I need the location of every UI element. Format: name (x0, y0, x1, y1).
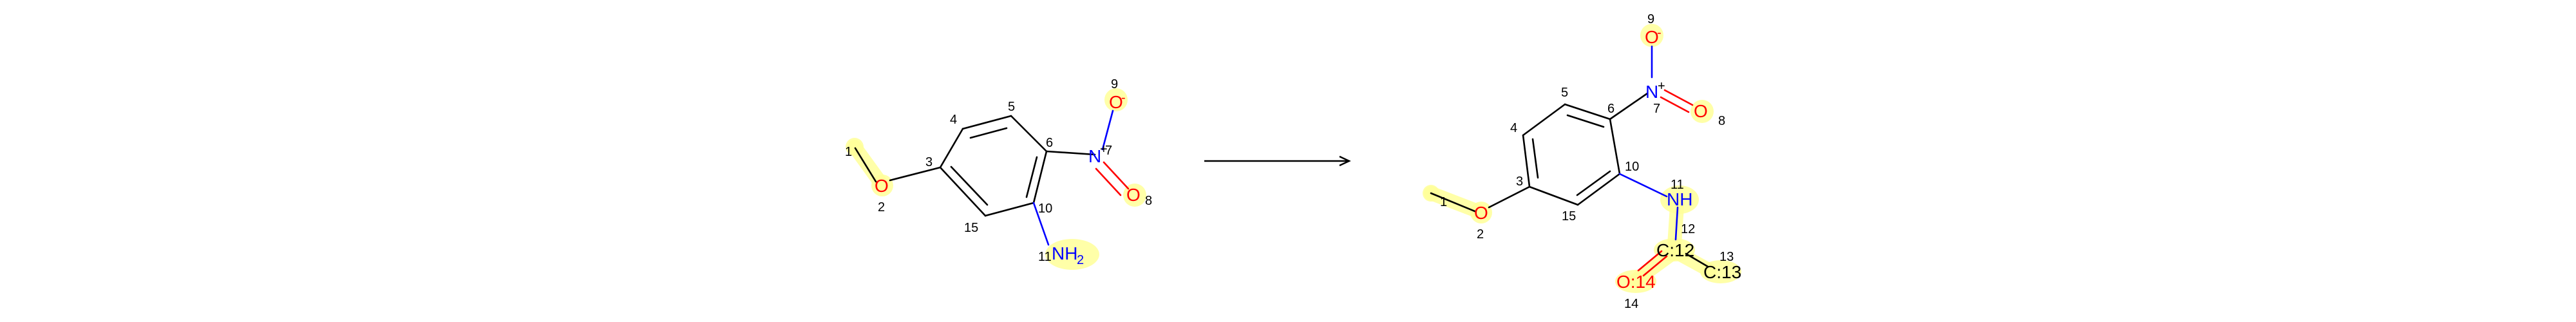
product-index-15: 15 (1562, 209, 1576, 223)
bond-5-6-inner (1566, 114, 1605, 128)
bond-1-2 (1430, 192, 1476, 213)
reactant-atom-o2: O (875, 176, 889, 196)
reactant-index-4: 4 (950, 113, 957, 127)
reactant-molecule: O N + O - O NH 2 1 2 3 4 5 6 7 8 9 10 15… (845, 77, 1152, 270)
bond-5-6 (1564, 103, 1611, 120)
reactant-atom-o9: O (1109, 92, 1123, 112)
bond-15-3-inner (950, 166, 989, 206)
bond-15-3 (1528, 185, 1579, 206)
highlight-atom-12 (1654, 238, 1695, 261)
bond-2-3 (889, 166, 942, 182)
product-index-12: 12 (1681, 222, 1695, 236)
bond-12-14b (1637, 250, 1663, 272)
reactant-atom-nh2: NH (1052, 243, 1077, 263)
reactant-atom-o8: O (1126, 185, 1141, 205)
highlight-atom-2 (1470, 202, 1492, 223)
reactant-index-6: 6 (1046, 136, 1053, 150)
bond-1-2 (854, 147, 877, 183)
bond-10-15 (984, 202, 1035, 217)
bond-3-4 (1522, 134, 1531, 188)
bond-4-5-inner (969, 127, 1008, 139)
product-index-11: 11 (1671, 178, 1684, 192)
reactant-index-11: 11 (1038, 250, 1052, 264)
bond-6-7 (1609, 92, 1649, 120)
reactant-index-10: 10 (1038, 202, 1052, 216)
bond-6-10 (1609, 118, 1621, 175)
product-atom-c13: C:13 (1703, 262, 1741, 282)
reactant-o9-charge: - (1121, 91, 1126, 105)
bond-10-15 (1577, 173, 1621, 206)
product-atom-o2: O (1474, 203, 1488, 223)
product-index-1: 1 (1440, 195, 1447, 209)
bond-11-12 (1674, 206, 1679, 241)
bond-12-14a (1642, 255, 1668, 277)
bond-3-4-inner (1531, 138, 1539, 179)
reactant-index-8: 8 (1145, 194, 1152, 208)
product-atom-o14: O:14 (1616, 272, 1656, 292)
highlight-atom-8 (1123, 184, 1146, 207)
highlight-atom-14 (1615, 270, 1656, 293)
product-o9-charge: - (1657, 26, 1662, 40)
bond-10-11 (1618, 173, 1668, 198)
highlight-atom-8 (1690, 100, 1714, 123)
product-index-7: 7 (1653, 102, 1660, 116)
product-index-2: 2 (1477, 227, 1484, 242)
highlight-atom-2 (871, 175, 893, 196)
bond-10-11 (1032, 202, 1050, 246)
bond-7-8b (1095, 167, 1122, 196)
bond-12-13 (1685, 252, 1709, 268)
bond-4-5 (961, 115, 1012, 130)
reactant-index-9: 9 (1111, 77, 1118, 91)
product-index-13: 13 (1719, 250, 1734, 264)
product-index-4: 4 (1510, 121, 1517, 135)
bond-2-3 (1488, 185, 1531, 209)
reactant-nh2-subscript: 2 (1077, 253, 1084, 267)
product-n7-charge: + (1658, 79, 1665, 93)
product-atom-o8: O (1694, 101, 1708, 121)
reactant-atom-n7: N (1088, 146, 1101, 166)
bond-4-5 (1522, 103, 1566, 137)
bond-15-3 (939, 166, 987, 217)
product-index-14: 14 (1624, 297, 1638, 311)
product-index-5: 5 (1561, 86, 1568, 100)
bond-5-6 (1010, 115, 1048, 153)
bond-7-8a (1103, 161, 1130, 190)
product-index-8: 8 (1718, 114, 1725, 128)
product-atom-n7: N (1645, 82, 1658, 102)
bond-3-4 (939, 128, 964, 169)
product-molecule: O N + O - O NH C:12 C:13 O:14 1 2 3 4 5 … (1423, 12, 1741, 311)
product-atom-c12: C:12 (1656, 240, 1694, 260)
bond-7-8a (1663, 89, 1694, 106)
bond-6-10 (1032, 150, 1048, 204)
reactant-index-1: 1 (845, 145, 852, 159)
product-index-10: 10 (1625, 160, 1639, 174)
bond-6-10-inner (1025, 156, 1038, 198)
reaction-arrow (1204, 155, 1351, 167)
highlight-atom-11 (1045, 239, 1099, 270)
arrow-head (1339, 155, 1351, 167)
product-index-9: 9 (1647, 12, 1654, 26)
reactant-index-5: 5 (1008, 100, 1015, 114)
bond-7-8b (1660, 96, 1690, 113)
bond-10-15-inner (1576, 170, 1611, 196)
product-atom-nh: NH (1667, 189, 1692, 209)
highlight-atom-9 (1104, 88, 1128, 111)
reactant-index-15: 15 (964, 221, 978, 235)
reactant-index-3: 3 (925, 155, 933, 169)
highlight-atom-13 (1700, 260, 1741, 283)
reactant-index-7: 7 (1105, 144, 1112, 158)
reactant-index-2: 2 (878, 200, 885, 214)
product-index-3: 3 (1516, 175, 1523, 189)
bond-7-9 (1101, 109, 1114, 151)
highlight-atom-9 (1640, 24, 1663, 47)
product-atom-o9: O (1645, 27, 1659, 47)
reactant-n7-charge: + (1100, 142, 1108, 156)
product-index-6: 6 (1607, 102, 1615, 116)
bond-6-7 (1045, 150, 1096, 156)
